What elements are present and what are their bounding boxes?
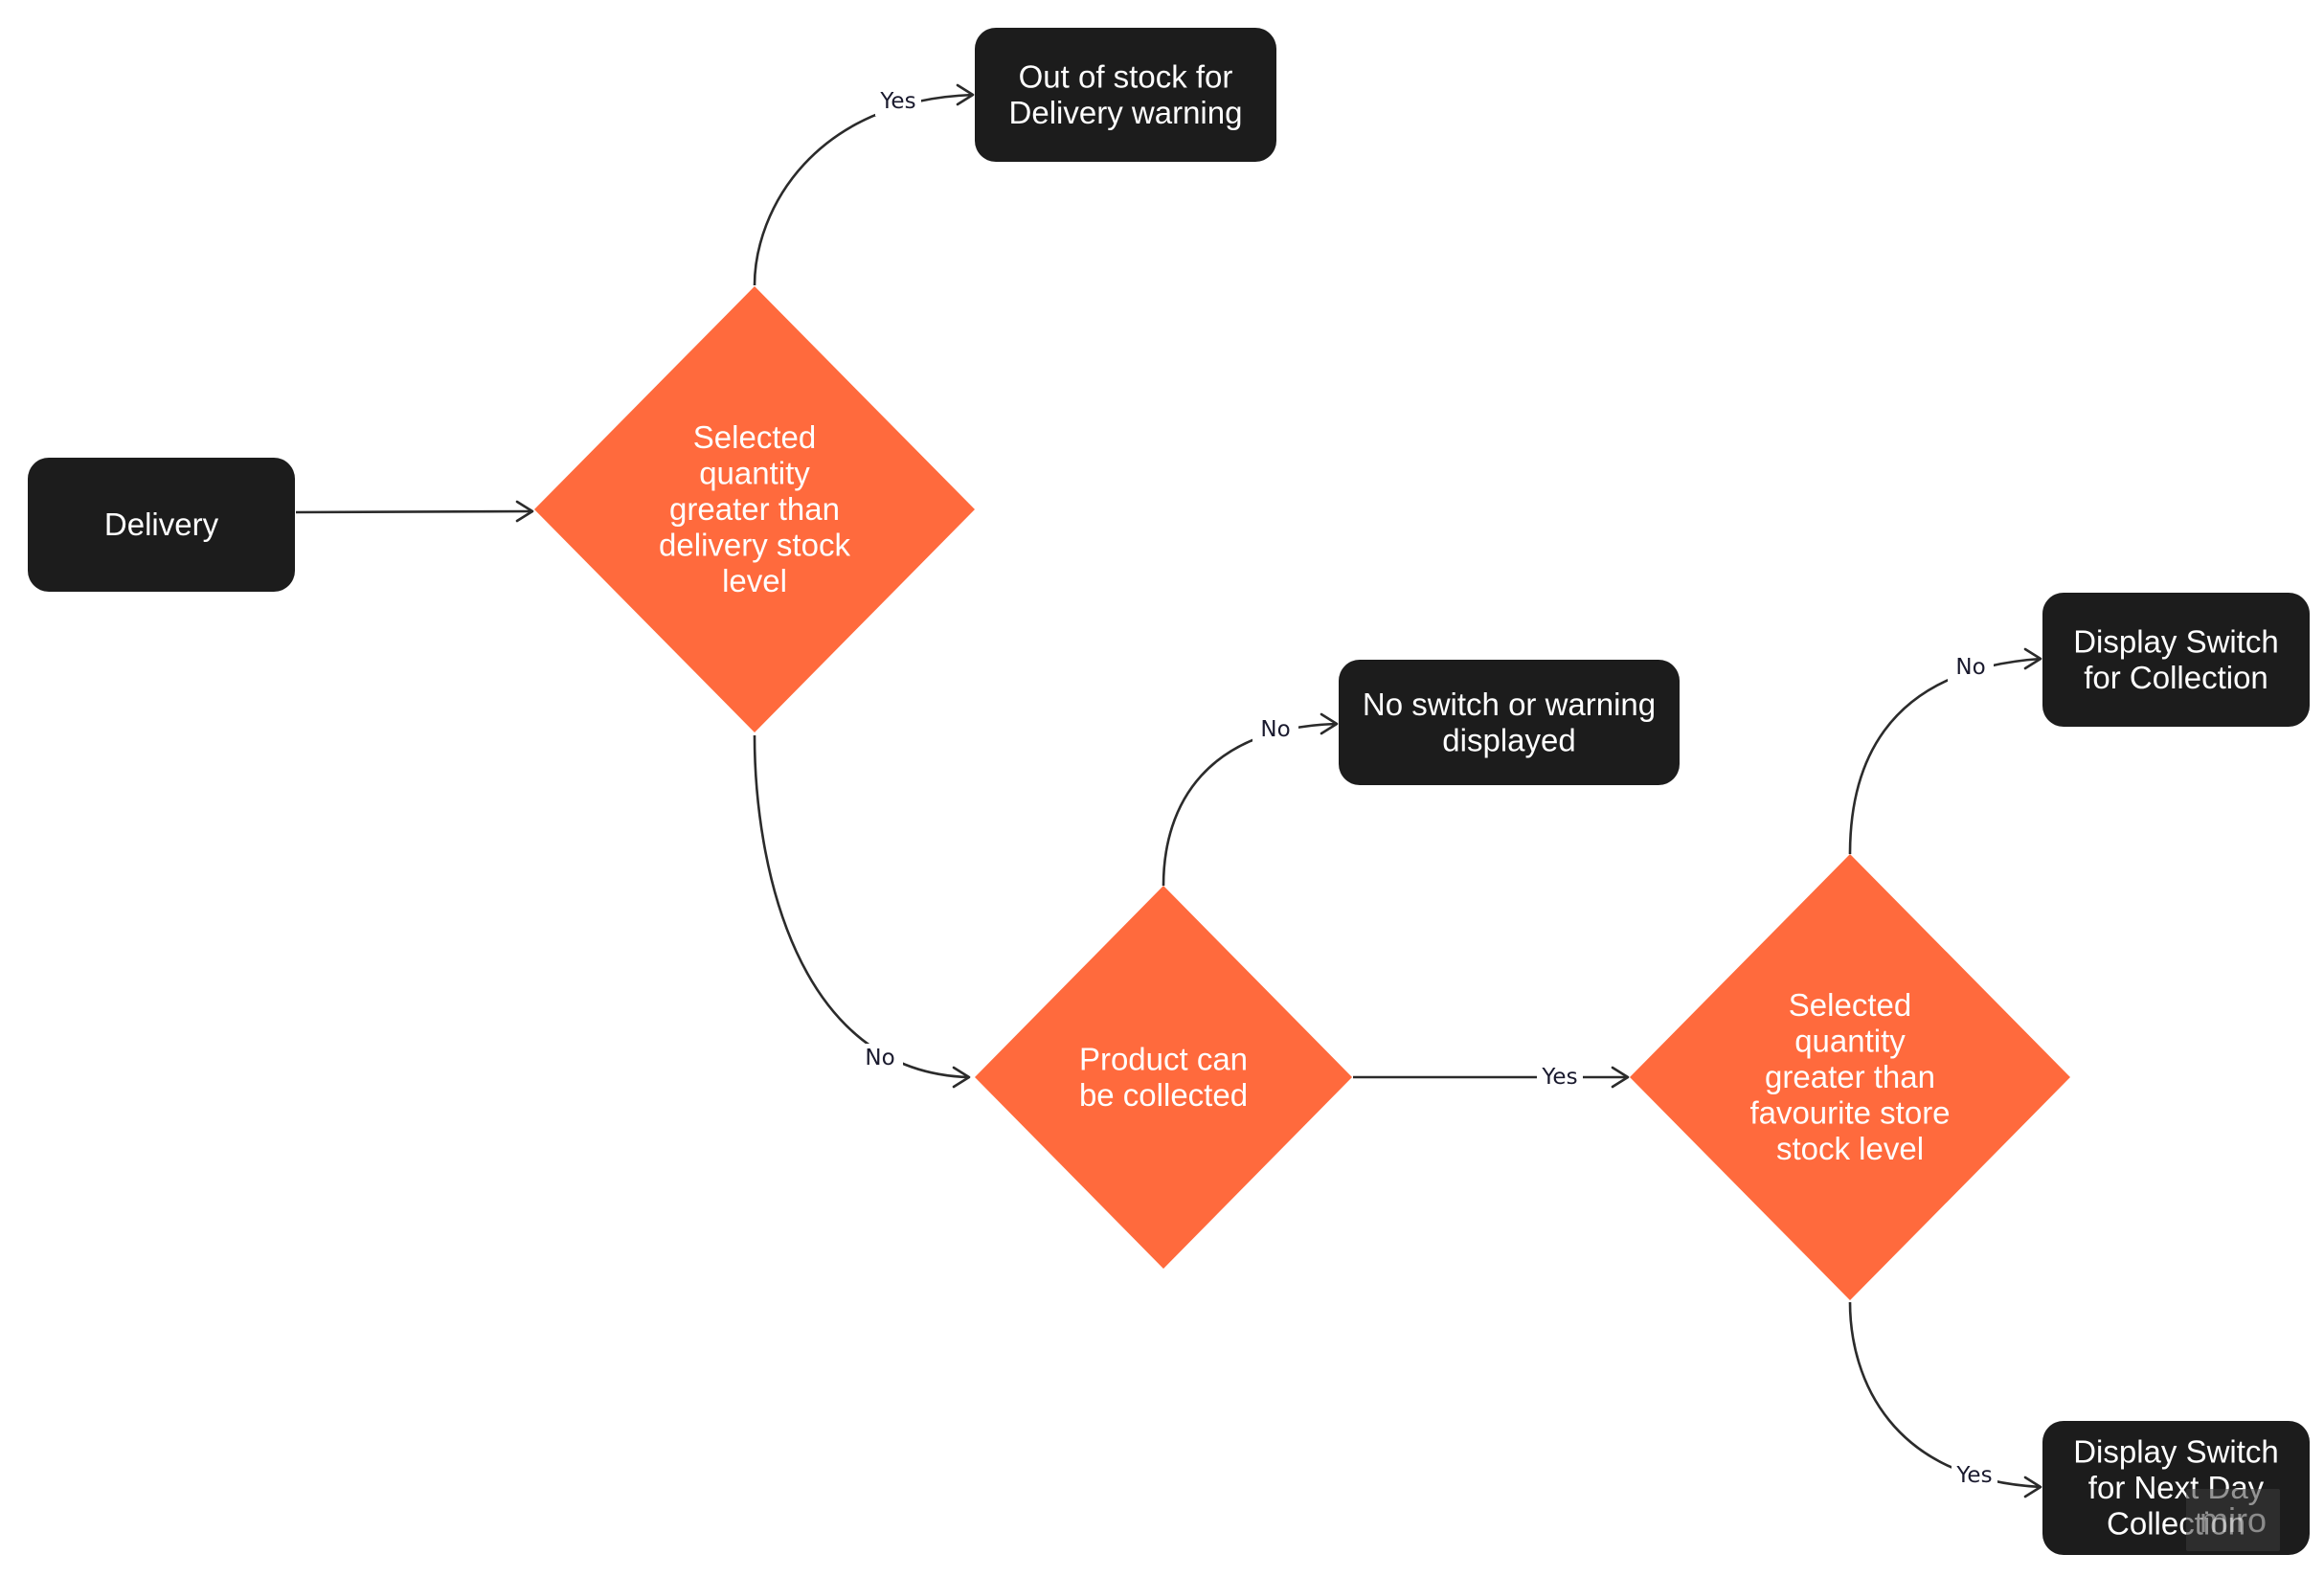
node-label: Delivery <box>104 507 219 542</box>
edge-label-text: Yes <box>1541 1065 1577 1090</box>
edge-decision-can-collect-to-decision-store-stock <box>1353 1066 1630 1089</box>
decision-diamond-shape <box>975 886 1352 1269</box>
arrow-head-icon <box>952 1066 971 1089</box>
edge-decision-store-stock-to-switch-collection <box>1848 647 2042 855</box>
edge-line <box>1848 657 2042 855</box>
miro-watermark: miro <box>2186 1489 2280 1551</box>
edge-label-text: Yes <box>879 89 915 114</box>
edge-decision-store-stock-to-switch-next-day <box>1848 1301 2042 1498</box>
edge-line <box>753 93 974 286</box>
edge-label-background <box>1252 715 1298 744</box>
node-label-line: No switch or warning <box>1363 687 1656 722</box>
edge-label-background <box>1952 1461 1997 1490</box>
terminal-shape <box>1339 660 1680 785</box>
edge-decision-delivery-stock-to-decision-can-collect <box>753 734 971 1089</box>
edge-label-background <box>1948 653 1994 682</box>
edge-label-text: Yes <box>1955 1463 1992 1488</box>
edge-decision-can-collect-to-no-switch <box>1162 712 1339 887</box>
edge-line <box>753 734 970 1079</box>
node-label-line: Delivery <box>104 507 219 542</box>
edge-label-yes: Yes <box>875 87 921 116</box>
node-label-line: quantity <box>1794 1024 1906 1059</box>
edge-label-yes: Yes <box>1537 1063 1583 1092</box>
node-label-line: Selected <box>693 419 816 455</box>
edge-line <box>1848 1301 2042 1489</box>
terminal-shape <box>28 458 295 592</box>
edge-delivery-to-decision-delivery-stock <box>295 500 534 523</box>
arrow-head-icon <box>1320 712 1339 735</box>
edge-decision-delivery-stock-to-out-of-stock-warning <box>753 83 975 286</box>
node-label-line: greater than <box>1765 1059 1935 1094</box>
edge-label-no: No <box>857 1044 903 1072</box>
node-label-line: be collected <box>1079 1077 1248 1113</box>
node-label-line: stock level <box>1776 1131 1924 1166</box>
edge-label-text: No <box>1260 717 1290 742</box>
arrow-head-icon <box>1611 1066 1630 1089</box>
node-label-line: greater than <box>669 491 840 527</box>
node-delivery[interactable]: Delivery <box>28 458 295 592</box>
node-label-line: level <box>722 563 787 598</box>
arrow-head-icon <box>2023 1476 2042 1498</box>
node-label-line: Display Switch <box>2073 1434 2279 1470</box>
node-label-line: Display Switch <box>2073 623 2279 659</box>
decision-diamond-shape <box>534 286 975 732</box>
arrow-head-icon <box>2023 647 2042 670</box>
edge-label-text: No <box>865 1046 894 1070</box>
edge-line <box>1162 722 1338 887</box>
node-label-line: Product can <box>1079 1041 1248 1076</box>
edge-label-text: No <box>1955 655 1985 680</box>
edges-layer <box>295 83 2042 1498</box>
terminal-shape <box>975 28 1276 162</box>
edge-label-background <box>875 87 921 116</box>
edge-line <box>295 509 533 514</box>
edge-label-no: No <box>1252 715 1298 744</box>
edge-label-background <box>857 1044 903 1072</box>
edge-label-background <box>1537 1063 1583 1092</box>
edge-label-no: No <box>1948 653 1994 682</box>
decision-diamond-shape <box>1630 854 2070 1300</box>
node-label-line: Selected <box>1789 987 1911 1023</box>
terminal-shape <box>2042 593 2310 727</box>
node-label-line: Out of stock for <box>1019 58 1233 94</box>
arrow-head-icon <box>956 83 975 106</box>
node-label-line: quantity <box>699 456 810 491</box>
node-label-line: delivery stock <box>659 528 850 563</box>
node-label-line: for Collection <box>2084 660 2268 695</box>
arrow-head-icon <box>515 500 534 523</box>
edge-label-yes: Yes <box>1952 1461 1997 1490</box>
node-label-line: favourite store <box>1749 1095 1950 1131</box>
node-label-line: displayed <box>1442 722 1575 757</box>
node-label-line: Delivery warning <box>1009 95 1243 130</box>
